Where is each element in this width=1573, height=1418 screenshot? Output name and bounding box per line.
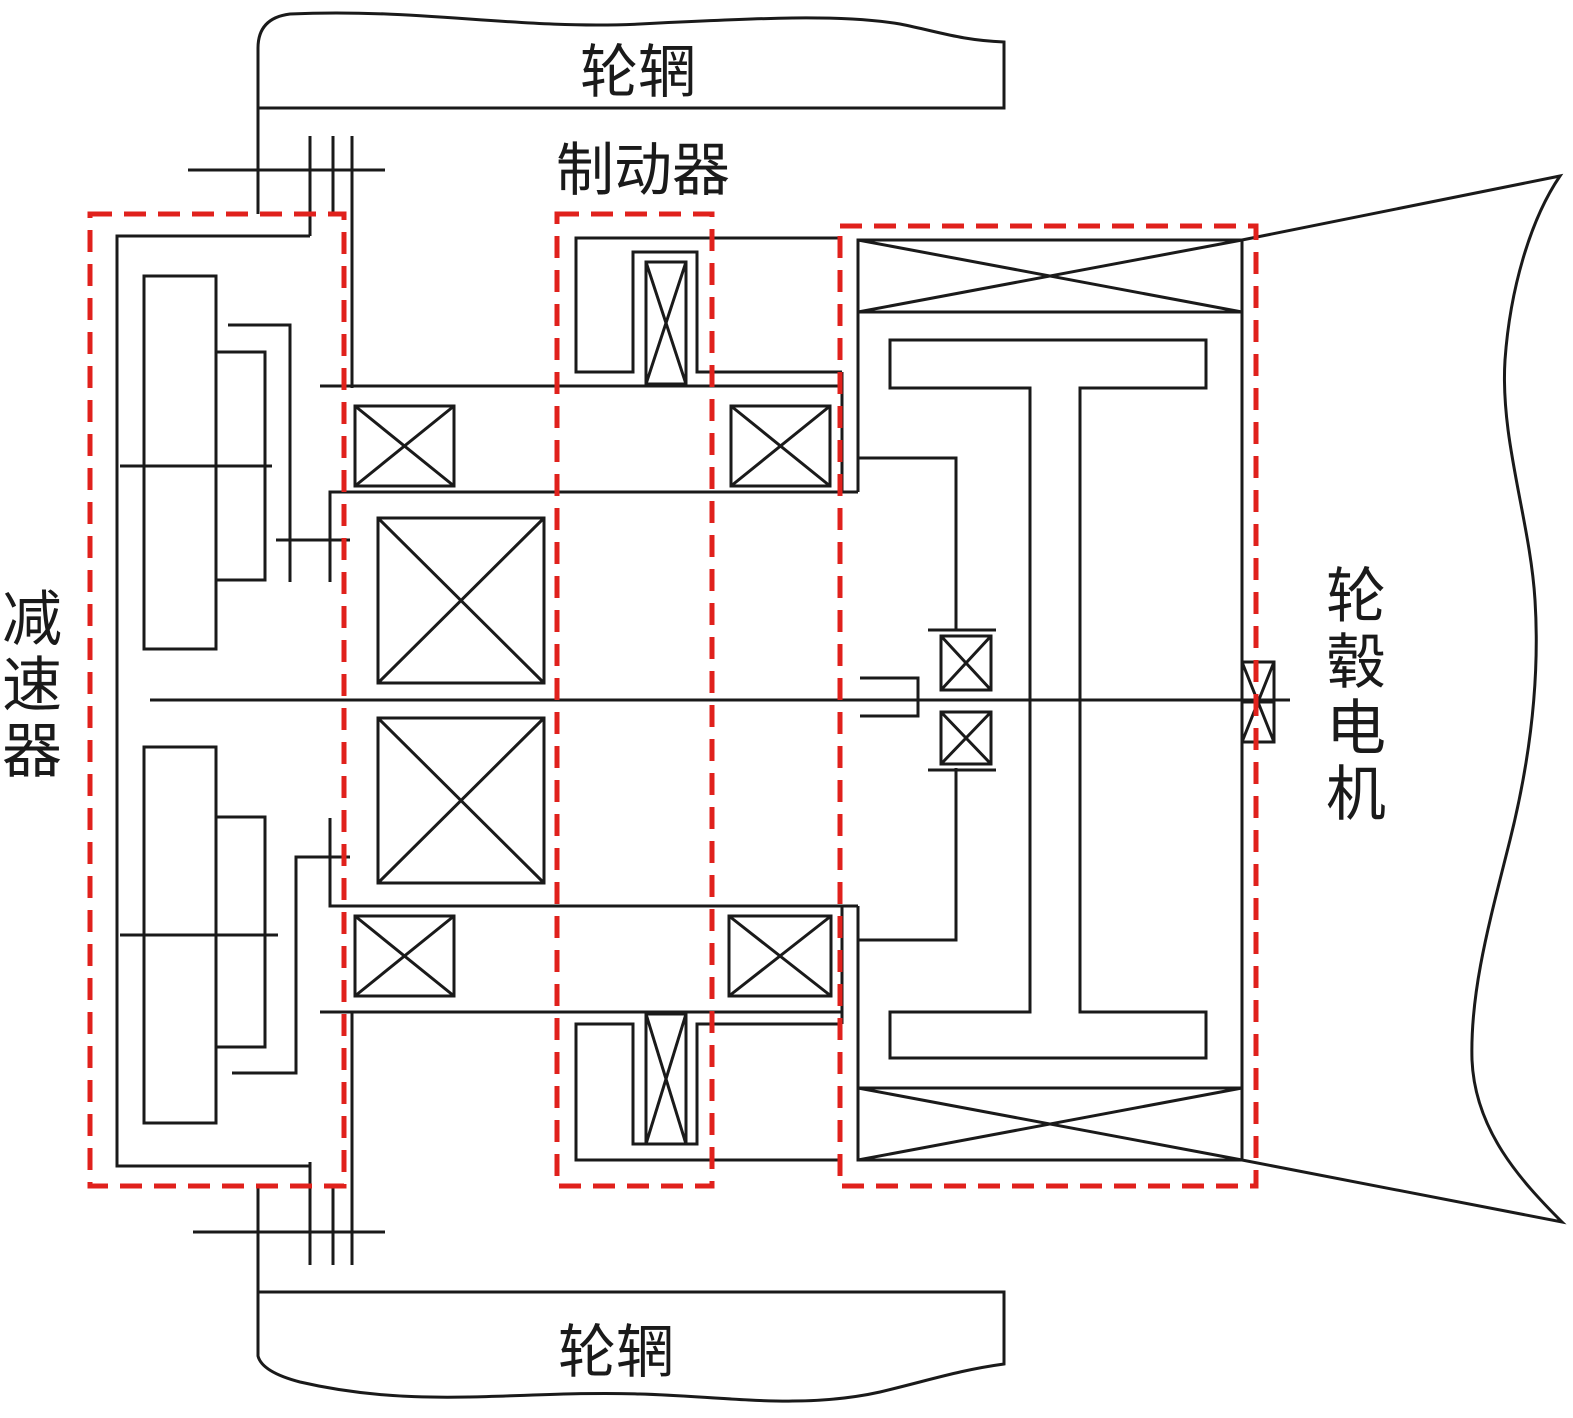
- brake-upper: [574, 236, 842, 386]
- rotor-i-beam: [888, 338, 1208, 1060]
- label-hub-motor-char-4: 机: [1326, 760, 1386, 830]
- sun-gear-upper: [376, 516, 546, 685]
- bearing-top-right: [729, 404, 832, 488]
- bearing-bottom-right: [727, 914, 833, 998]
- label-reducer: 减 速 器: [2, 585, 62, 787]
- upper-shaft-sleeve: [320, 384, 858, 582]
- bottom-bolt-lines: [193, 1012, 385, 1292]
- label-reducer-char-3: 器: [2, 717, 62, 787]
- bearing-top-left: [353, 404, 456, 488]
- rim-bottom: [256, 1290, 1006, 1403]
- label-hub-motor-char-3: 电: [1326, 694, 1386, 764]
- label-reducer-char-1: 减: [2, 585, 62, 655]
- label-hub-motor: 轮 毂 电 机: [1326, 562, 1386, 830]
- motor-bearing-lower: [928, 710, 996, 772]
- label-hub-motor-char-2: 毂: [1326, 628, 1386, 698]
- stator-upper: [857, 238, 1243, 314]
- label-brake: 制动器: [556, 136, 730, 204]
- brake-lower: [574, 1012, 842, 1162]
- stator-lower: [857, 1086, 1243, 1162]
- reducer-housing: [115, 214, 312, 1186]
- motor-inner-shaft: [858, 456, 958, 942]
- lower-shaft-sleeve: [320, 818, 858, 1014]
- upper-planet-gear: [120, 274, 350, 651]
- brake-dashed-box: [554, 211, 715, 1189]
- rim-top: [256, 11, 1006, 110]
- label-hub-motor-char-1: 轮: [1326, 562, 1386, 632]
- label-reducer-char-2: 速: [2, 651, 62, 721]
- wheel-hub-outline: [1241, 173, 1567, 1225]
- sun-gear-lower: [376, 716, 546, 885]
- bearing-bottom-left: [353, 914, 456, 998]
- motor-bearing-upper: [928, 628, 996, 692]
- label-rim-bottom: 轮辋: [558, 1318, 674, 1386]
- top-bolt-lines: [188, 108, 385, 388]
- lower-planet-gear: [120, 745, 350, 1125]
- label-rim-top: 轮辋: [580, 38, 696, 106]
- motor-dashed-box: [837, 223, 1259, 1189]
